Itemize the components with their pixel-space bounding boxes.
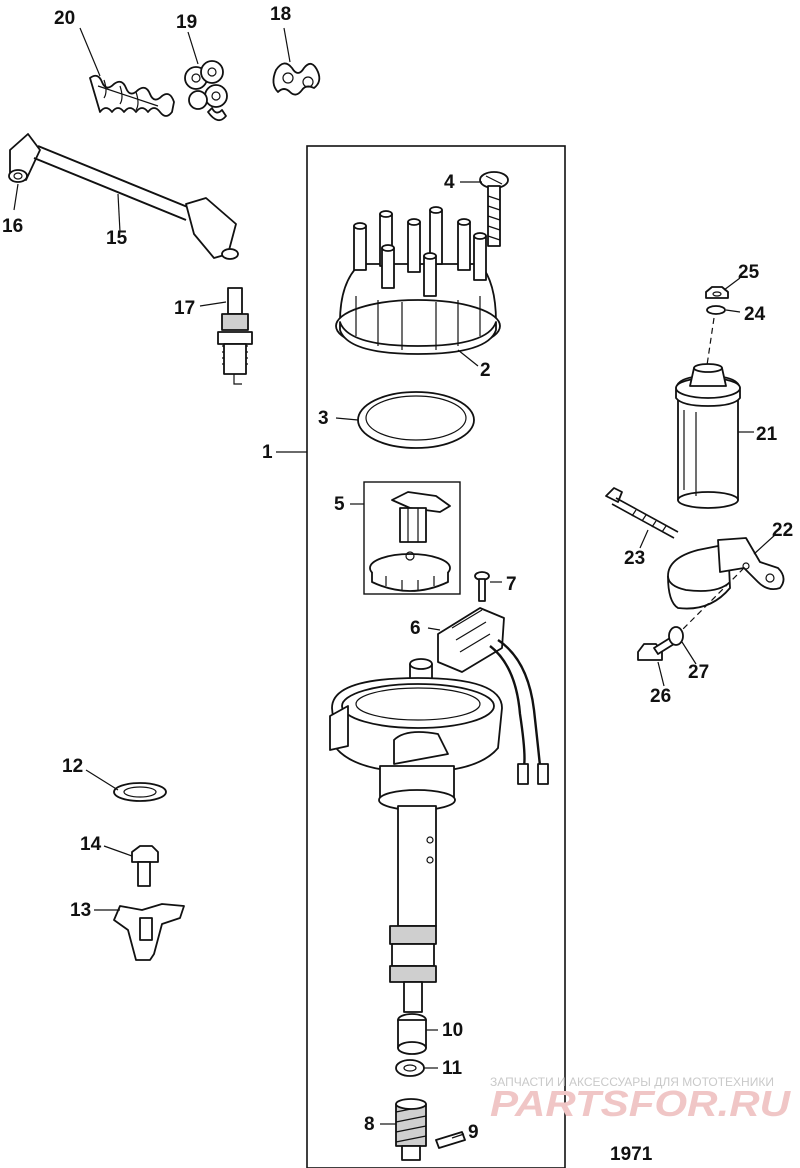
part-4-screw	[479, 171, 509, 247]
part-23-bolt	[605, 487, 679, 539]
part-18-wire-clip	[272, 62, 321, 96]
watermark-logo: PARTSFOR.RU	[490, 1083, 791, 1124]
callout-15: 15	[106, 228, 128, 249]
part-10-bushing	[397, 1013, 427, 1055]
part-14-clamp-bolt	[131, 845, 159, 887]
callout-10: 10	[442, 1020, 463, 1041]
bracket-alignment-line	[667, 567, 745, 645]
callout-17: 17	[174, 298, 195, 319]
callout-11: 11	[442, 1058, 463, 1079]
callout-25: 25	[738, 262, 760, 283]
figure-number: 1971	[610, 1144, 653, 1165]
leader-lines	[13, 27, 777, 1139]
distributor-assembly-frame	[306, 145, 566, 1168]
part-2-distributor-cap	[335, 206, 501, 355]
part-26-bolt	[637, 637, 675, 661]
coil-stud-alignment-line	[705, 317, 715, 373]
part-9-roll-pin	[435, 1131, 466, 1149]
callout-22: 22	[772, 520, 793, 541]
part-22-coil-bracket	[667, 537, 785, 610]
callout-5: 5	[334, 494, 345, 515]
part-25-nut	[705, 286, 729, 299]
callout-13: 13	[70, 900, 91, 921]
part-20-wire-retainer	[89, 74, 175, 117]
callout-8: 8	[364, 1114, 375, 1135]
callout-1: 1	[262, 442, 273, 463]
callout-14: 14	[80, 834, 102, 855]
watermark-tagline: ЗАПЧАСТИ И АКСЕССУАРЫ ДЛЯ МОТОТЕХНИКИ	[490, 1075, 774, 1089]
part-15-spark-plug-wire	[8, 133, 239, 260]
callout-4: 4	[444, 172, 455, 193]
part-6-ignition-module	[437, 607, 549, 785]
callout-12: 12	[62, 756, 83, 777]
callout-20: 20	[54, 8, 75, 29]
part-24-washer	[706, 305, 726, 315]
callout-3: 3	[318, 408, 329, 429]
part-21-ignition-coil	[675, 363, 741, 509]
callout-2: 2	[480, 360, 491, 381]
part-3-cap-gasket	[357, 391, 475, 449]
callout-18: 18	[270, 4, 291, 25]
callout-6: 6	[410, 618, 421, 639]
callout-24: 24	[744, 304, 766, 325]
callout-19: 19	[176, 12, 197, 33]
callout-7: 7	[506, 574, 517, 595]
part-8-drive-gear	[395, 1098, 427, 1161]
part-13-hold-down-clamp	[113, 903, 185, 961]
part-11-washer	[395, 1059, 425, 1077]
part-7-screw	[474, 571, 490, 602]
part-5-rotor-kit	[363, 481, 461, 595]
part-17-spark-plug	[217, 287, 253, 385]
callout-27: 27	[688, 662, 709, 683]
callout-9: 9	[468, 1122, 479, 1143]
callout-16: 16	[2, 216, 23, 237]
part-19-wire-clip	[184, 60, 228, 122]
callout-21: 21	[756, 424, 778, 445]
distributor-housing	[329, 658, 503, 1013]
callout-23: 23	[624, 548, 645, 569]
part-27-washer	[668, 626, 684, 646]
part-12-base-gasket	[113, 782, 167, 802]
callout-26: 26	[650, 686, 671, 707]
